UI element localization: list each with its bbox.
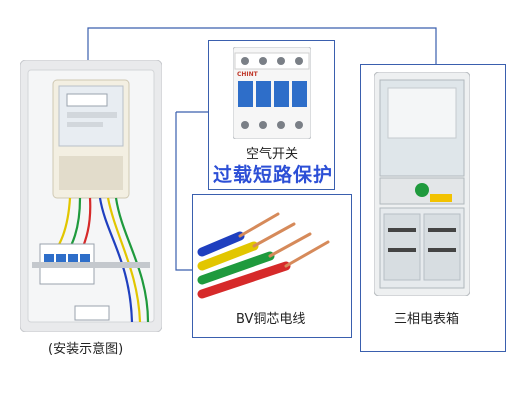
wire-bundle-image (192, 194, 352, 314)
meter-box-caption: 三相电表箱 (394, 312, 460, 327)
install-diagram-caption: (安装示意图) (48, 342, 124, 357)
meter-box-image (374, 72, 470, 296)
overload-protection-headline: 过载短路保护 (213, 164, 334, 186)
brand-label: CHINT (237, 71, 258, 78)
air-switch-caption: 空气开关 (246, 147, 299, 162)
bv-wire-caption: BV铜芯电线 (236, 312, 306, 327)
install-diagram-photo (20, 60, 162, 332)
circuit-breaker-image: CHINT (233, 47, 311, 139)
